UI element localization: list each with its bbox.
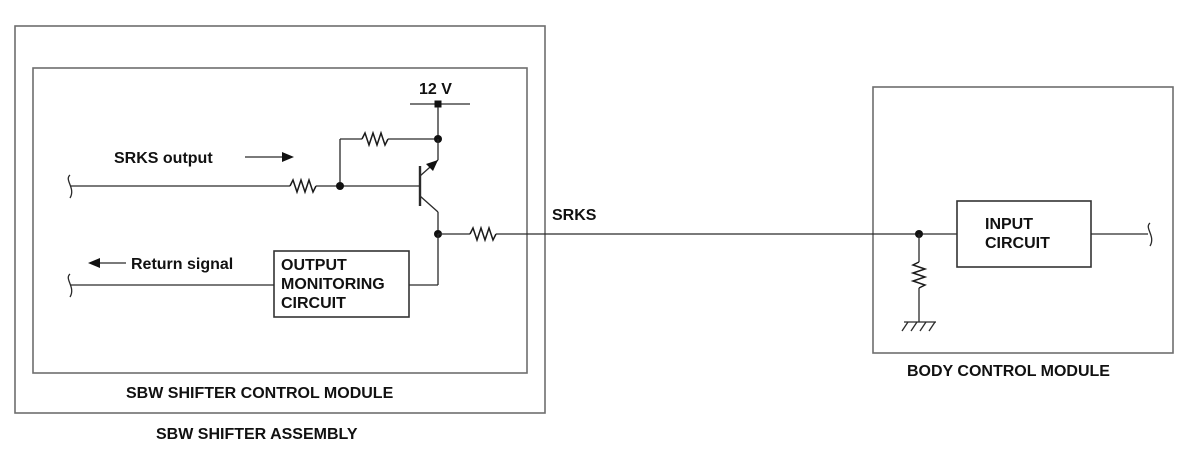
node-base	[336, 182, 344, 190]
break-symbol-return-signal	[67, 273, 73, 298]
resistor-output	[469, 225, 497, 243]
input-circuit-label-line1: INPUT	[985, 216, 1033, 233]
resistor-feedback	[361, 130, 389, 148]
sbw-shifter-control-module-box	[32, 67, 528, 374]
body-control-module-label: BODY CONTROL MODULE	[907, 363, 1110, 380]
input-circuit-label-line2: CIRCUIT	[985, 235, 1050, 252]
transistor-collector	[419, 195, 439, 213]
resistor-base	[289, 177, 317, 195]
shifter-control-module-label: SBW SHIFTER CONTROL MODULE	[126, 385, 394, 402]
output-monitoring-label-line3: CIRCUIT	[281, 295, 346, 312]
supply-terminal	[434, 100, 442, 108]
body-control-module-box	[872, 86, 1174, 354]
output-monitoring-label-line2: MONITORING	[281, 276, 385, 293]
sbw-shifter-assembly-box	[14, 25, 546, 414]
output-monitoring-circuit-box	[273, 250, 410, 318]
shifter-assembly-label: SBW SHIFTER ASSEMBLY	[156, 426, 358, 443]
resistor-pulldown	[910, 261, 928, 289]
break-symbol-bcm	[1147, 222, 1153, 247]
output-monitoring-label-line1: OUTPUT	[281, 257, 347, 274]
input-circuit-box	[956, 200, 1092, 268]
srks-output-label: SRKS output	[114, 150, 213, 167]
return-signal-label: Return signal	[131, 256, 233, 273]
srks-line-label: SRKS	[552, 207, 597, 224]
break-symbol-srks-output	[67, 174, 73, 199]
supply-voltage-label: 12 V	[419, 81, 452, 98]
